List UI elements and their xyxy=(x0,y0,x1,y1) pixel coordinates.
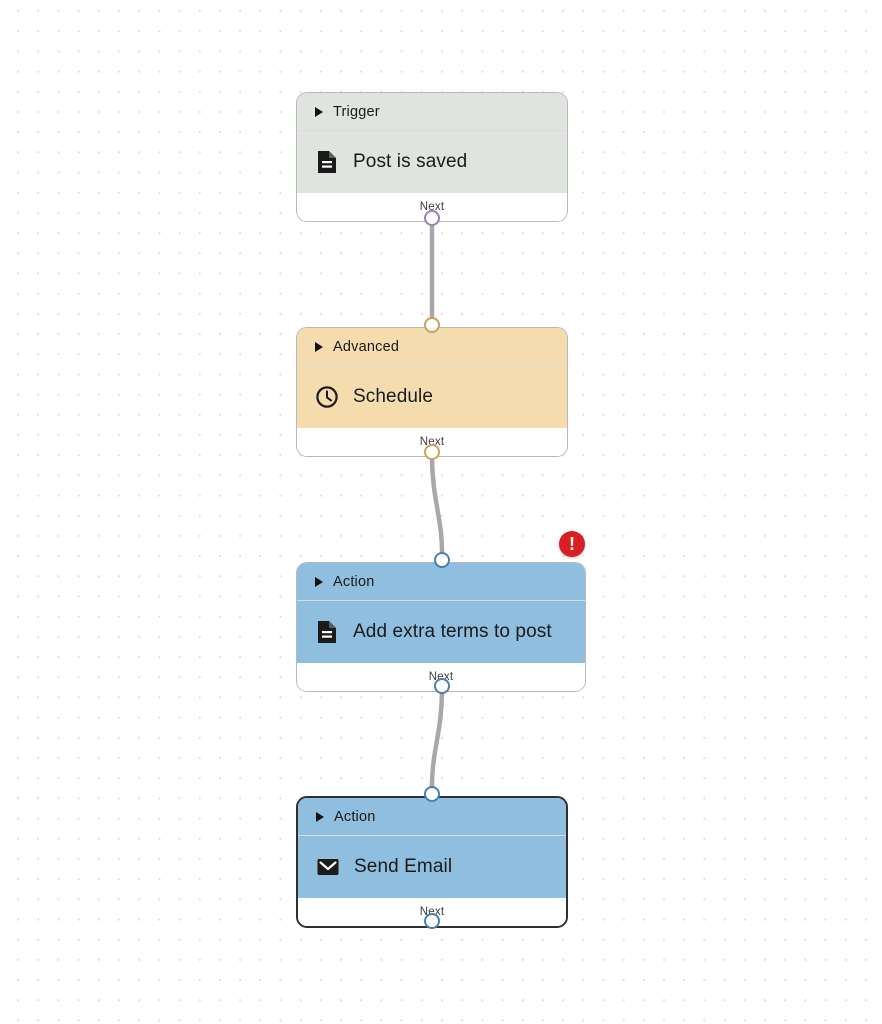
node-title: Send Email xyxy=(354,856,453,877)
node-divider xyxy=(297,365,567,366)
node-body[interactable]: Schedule xyxy=(297,366,567,428)
edge-advanced-to-action1 xyxy=(429,453,445,560)
document-icon xyxy=(315,620,339,644)
node-divider xyxy=(298,835,566,836)
document-icon xyxy=(315,150,339,174)
node-body[interactable]: Send Email xyxy=(298,836,566,898)
chevron-right-icon[interactable] xyxy=(316,811,324,822)
node-category-label: Advanced xyxy=(333,338,400,355)
node-header[interactable]: Action xyxy=(298,798,566,835)
edge-action1-to-action2 xyxy=(429,687,445,794)
node-title: Add extra terms to post xyxy=(353,621,552,642)
port-advanced-out[interactable] xyxy=(424,444,440,460)
chevron-right-icon[interactable] xyxy=(315,106,323,117)
node-title: Schedule xyxy=(353,386,434,407)
node-divider xyxy=(297,600,585,601)
error-badge-symbol: ! xyxy=(569,533,575,554)
chevron-right-icon[interactable] xyxy=(315,576,323,587)
port-action-add-terms-in[interactable] xyxy=(434,552,450,568)
node-title: Post is saved xyxy=(353,151,468,172)
workflow-node-action-send-email[interactable]: Action Send Email Next xyxy=(296,796,568,928)
chevron-right-icon[interactable] xyxy=(315,341,323,352)
node-body[interactable]: Add extra terms to post xyxy=(297,601,585,663)
port-trigger-out[interactable] xyxy=(424,210,440,226)
envelope-icon xyxy=(316,855,340,879)
node-category-label: Trigger xyxy=(333,103,380,120)
port-action-add-terms-out[interactable] xyxy=(434,678,450,694)
node-header[interactable]: Trigger xyxy=(297,93,567,130)
node-header[interactable]: Action xyxy=(297,563,585,600)
node-header[interactable]: Advanced xyxy=(297,328,567,365)
node-footer-label: Next xyxy=(419,201,445,213)
port-advanced-in[interactable] xyxy=(424,317,440,333)
workflow-node-action-add-terms[interactable]: Action Add extra terms to post Next xyxy=(296,562,586,692)
error-badge[interactable]: ! xyxy=(559,531,585,557)
node-category-label: Action xyxy=(334,808,376,825)
node-divider xyxy=(297,130,567,131)
port-action-send-email-out[interactable] xyxy=(424,913,440,929)
port-action-send-email-in[interactable] xyxy=(424,786,440,802)
clock-icon xyxy=(315,385,339,409)
workflow-node-advanced[interactable]: Advanced Schedule Next xyxy=(296,327,568,457)
workflow-node-trigger[interactable]: Trigger Post is saved Next xyxy=(296,92,568,222)
node-body[interactable]: Post is saved xyxy=(297,131,567,193)
node-category-label: Action xyxy=(333,573,375,590)
